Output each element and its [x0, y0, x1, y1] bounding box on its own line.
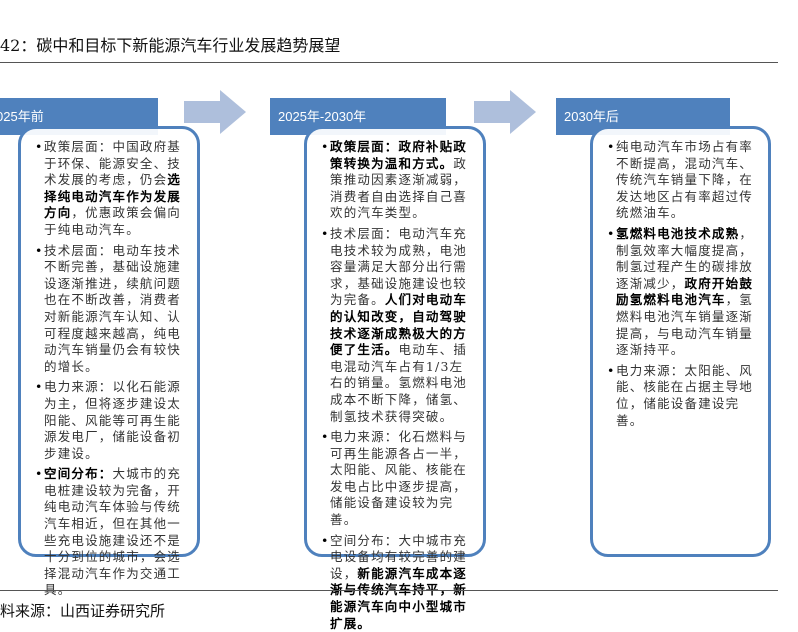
bullet-item: 纯电动汽车市场占有率不断提高，混动汽车、传统汽车销量下降，在发达地区占有率超过传… [607, 139, 758, 222]
text: 大城市的充电桩建设较为完备，开纯电动汽车体验与传统汽车相近，但在其他一些充电设施… [44, 466, 182, 598]
text: 技术层面：电动车技术不断完善，基础设施建设逐渐推进，续航问题也在不断改善，消费者… [44, 242, 182, 374]
bold-text: 选择纯电动汽车作为发展方向 [44, 172, 182, 221]
period-card-2: 政策层面：政府补贴政策转换为温和方式。政策推动因素逐渐减弱，消费者自由选择自己喜… [304, 126, 486, 631]
text: 政策推动因素逐渐减弱，消费者自由选择自己喜欢的汽车类型。 [330, 155, 468, 221]
bullet-item: 氢燃料电池技术成熟，制氢效率大幅度提高，制氢过程产生的碳排放逐渐减少，政府开始鼓… [607, 226, 758, 359]
arrow-right-icon [474, 90, 536, 134]
text: ，氢燃料电池汽车销量逐渐提高，与电动汽车销量逐渐持平。 [616, 292, 754, 358]
text: 电力来源：化石燃料与可再生能源各占一半，太阳能、风能、核能在发电占比中逐步提高，… [330, 429, 468, 528]
bold-text: 新能源汽车成本逐渐与传统汽车持平，新能源汽车向中小型城市扩展。 [330, 565, 468, 631]
bullet-item: 技术层面：电动汽车充电技术较为成熟，电池容量满足大部分出行需求，基础设施建设也较… [321, 226, 473, 425]
text: 技术层面：电动汽车充电技术较为成熟，电池容量满足大部分出行需求，基础设施建设也较… [330, 225, 468, 308]
arrow-right-icon [184, 90, 246, 134]
source-note: 料来源：山西证券研究所 [0, 602, 166, 620]
bullet-item: 政策层面：政府补贴政策转换为温和方式。政策推动因素逐渐减弱，消费者自由选择自己喜… [321, 139, 473, 222]
text: 电力来源：以化石能源为主，但将逐步建设太阳能、风能等可再生能源发电厂，储能设备初… [44, 379, 182, 461]
text: 电动车、插电混动汽车占有1/3左右的销量。氢燃料电池成本不断下降，储氢、制氢技术… [330, 342, 468, 424]
text: 纯电动汽车市场占有率不断提高，混动汽车、传统汽车销量下降，在发达地区占有率超过传… [616, 139, 754, 221]
figure-title: 42：碳中和目标下新能源汽车行业发展趋势展望 [0, 36, 341, 55]
bold-text: 空间分布： [44, 466, 113, 482]
text: 政策层面：中国政府基于环保、能源安全、技术发展的考虑，仍会 [44, 139, 182, 188]
bullet-item: 空间分布：大中城市充电设备均有较完善的建设，新能源汽车成本逐渐与传统汽车持平，新… [321, 533, 473, 632]
top-divider [0, 62, 778, 63]
bullet-item: 电力来源：以化石能源为主，但将逐步建设太阳能、风能等可再生能源发电厂，储能设备初… [35, 379, 187, 462]
text: ，优惠政策会偏向于纯电动汽车。 [44, 205, 182, 237]
bullet-list: 政策层面：中国政府基于环保、能源安全、技术发展的考虑，仍会选择纯电动汽车作为发展… [35, 139, 187, 599]
bullet-item: 空间分布：大城市的充电桩建设较为完备，开纯电动汽车体验与传统汽车相近，但在其他一… [35, 466, 187, 599]
bullet-item: 电力来源：太阳能、风能、核能在占据主导地位，储能设备建设完善。 [607, 363, 758, 429]
text: 电力来源：太阳能、风能、核能在占据主导地位，储能设备建设完善。 [616, 362, 754, 428]
bold-text: 政策层面：政府补贴政策转换为温和方式。 [330, 139, 468, 171]
bullet-item: 电力来源：化石燃料与可再生能源各占一半，太阳能、风能、核能在发电占比中逐步提高，… [321, 429, 473, 529]
period-card-1: 政策层面：中国政府基于环保、能源安全、技术发展的考虑，仍会选择纯电动汽车作为发展… [18, 126, 200, 597]
text: ，制氢效率大幅度提高，制氢过程产生的碳排放逐渐减少， [616, 225, 754, 291]
bullet-item: 技术层面：电动车技术不断完善，基础设施建设逐渐推进，续航问题也在不断改善，消费者… [35, 243, 187, 376]
text: 空间分布：大中城市充电设备均有较完善的建设， [330, 532, 468, 581]
period-card-3: 纯电动汽车市场占有率不断提高，混动汽车、传统汽车销量下降，在发达地区占有率超过传… [590, 126, 771, 557]
bold-text: 氢燃料电池技术成熟 [616, 225, 740, 241]
bottom-divider [0, 590, 778, 591]
bullet-list: 纯电动汽车市场占有率不断提高，混动汽车、传统汽车销量下降，在发达地区占有率超过传… [607, 139, 758, 429]
bold-text: 政府开始鼓励氢燃料电池汽车 [616, 275, 754, 308]
bullet-list: 政策层面：政府补贴政策转换为温和方式。政策推动因素逐渐减弱，消费者自由选择自己喜… [321, 139, 473, 632]
bold-text: 人们对电动车的认知改变，自动驾驶技术逐渐成熟极大的方便了生活。 [330, 292, 468, 358]
bullet-item: 政策层面：中国政府基于环保、能源安全、技术发展的考虑，仍会选择纯电动汽车作为发展… [35, 139, 187, 239]
